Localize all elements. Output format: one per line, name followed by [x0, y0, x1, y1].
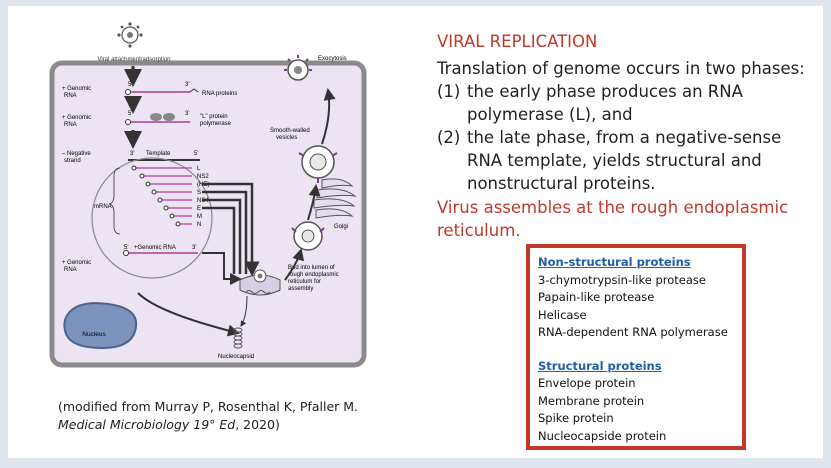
svg-text:vesicles: vesicles: [276, 135, 297, 141]
gene-label-n: N: [197, 222, 201, 228]
mrna-set: [131, 165, 192, 227]
svg-text:3': 3': [130, 151, 134, 157]
svg-text:reticulum for: reticulum for: [288, 279, 321, 285]
mrna-label: mRNA: [94, 204, 112, 210]
svg-text:polymerase: polymerase: [200, 121, 232, 127]
l-protein-label: "L" protein: [200, 114, 228, 120]
exocytosis-virus-icon: [284, 55, 312, 81]
structural-item: Membrane protein: [538, 393, 645, 408]
gene-label-m: M: [197, 214, 202, 220]
phase-1-text: the early phase produces an RNA polymera…: [467, 82, 743, 124]
svg-text:5': 5': [194, 151, 198, 157]
phase-1: (1) the early phase produces an RNA poly…: [437, 80, 817, 126]
nucleocapsid-icon: [233, 327, 243, 349]
replication-complex: [91, 157, 213, 279]
nonstructural-item: RNA-dependent RNA polymerase: [538, 325, 728, 339]
golgi-icon: [313, 178, 357, 219]
svg-text:rough endoplasmic: rough endoplasmic: [288, 272, 339, 278]
template-label: Template: [146, 151, 171, 157]
three-prime-label: 3': [185, 82, 189, 88]
genomic-rna-label-2: + Genomic: [62, 115, 91, 121]
translation-arrows: [202, 182, 260, 277]
structural-item: Envelope protein: [538, 376, 636, 390]
er-bud-icon: [239, 269, 281, 296]
negative-strand-label: – Negative: [62, 151, 91, 157]
svg-text:3': 3': [185, 111, 189, 117]
nonstructural-item: Papain-like protease: [538, 290, 655, 304]
vesicle-icon: [291, 221, 325, 251]
viral-replication-diagram: Viral attachment/adsorption 5' 3' RNA pr…: [49, 22, 367, 368]
rna-proteins-label: RNA proteins: [202, 91, 237, 97]
gene-label-ns2: NS2: [197, 174, 209, 180]
caption-line-2: Medical Microbiology 19° Ed, 2020): [58, 417, 280, 432]
svg-text:assembly: assembly: [288, 286, 313, 292]
svg-text:5': 5': [124, 245, 128, 251]
gene-label-e: E: [197, 206, 201, 212]
nucleus-label: Nucleus: [82, 331, 106, 338]
smooth-vesicles-label: Smooth-walled: [270, 128, 310, 134]
slide-title: VIRAL REPLICATION: [437, 32, 598, 51]
intro-text: Translation of genome occurs in two phas…: [437, 59, 805, 78]
nucleus-icon: [63, 302, 138, 350]
svg-text:RNA: RNA: [64, 267, 77, 273]
assembly-note: Virus assembles at the rough endoplasmic…: [437, 198, 789, 240]
smooth-vesicle-icon: [298, 145, 338, 183]
gene-label-s: S: [197, 190, 201, 196]
svg-text:RNA: RNA: [64, 122, 77, 128]
phase-2: (2) the late phase, from a negative-sens…: [437, 126, 817, 195]
svg-text:5': 5': [128, 111, 132, 117]
protein-list-box: Non-structural proteins 3-chymotrypsin-l…: [526, 244, 746, 450]
structural-header: Structural proteins: [538, 358, 662, 373]
five-prime-label: 5': [128, 82, 132, 88]
bud-label: Bud into lumen of: [288, 265, 335, 271]
nucleocapsid-label: Nucleocapsid: [218, 354, 254, 360]
figure-caption: (modified from Murray P, Rosenthal K, Pf…: [58, 398, 388, 434]
ribosome-icon: [150, 113, 162, 121]
genomic-rna-inner-label: +Genomic RNA: [134, 245, 176, 251]
genomic-rna-label-3: + Genomic: [62, 260, 91, 266]
attachment-label: Viral attachment/adsorption: [98, 57, 171, 63]
genomic-rna-label-1: + Genomic: [62, 86, 91, 92]
svg-text:strand: strand: [64, 158, 81, 164]
caption-line-1: (modified from Murray P, Rosenthal K, Pf…: [58, 399, 358, 414]
svg-text:RNA: RNA: [64, 93, 77, 99]
nonstructural-header: Non-structural proteins: [538, 255, 691, 269]
nonstructural-item: 3-chymotrypsin-like protease: [538, 272, 706, 287]
phase-1-number: (1): [437, 82, 461, 101]
nonstructural-item: Helicase: [538, 307, 587, 322]
phase-2-number: (2): [437, 128, 461, 147]
structural-item: Nucleocapside protein: [538, 428, 667, 443]
exocytosis-label: Exocytosis: [318, 56, 347, 62]
structural-item: Spike protein: [538, 411, 614, 425]
svg-text:3': 3': [192, 245, 196, 251]
attaching-virus-icon: [117, 22, 143, 48]
gene-label-l: L: [197, 166, 201, 172]
phase-2-text: the late phase, from a negative-sense RN…: [467, 128, 782, 193]
golgi-label: Golgi: [334, 224, 348, 230]
slide-content: Viral attachment/adsorption 5' 3' RNA pr…: [8, 6, 823, 458]
